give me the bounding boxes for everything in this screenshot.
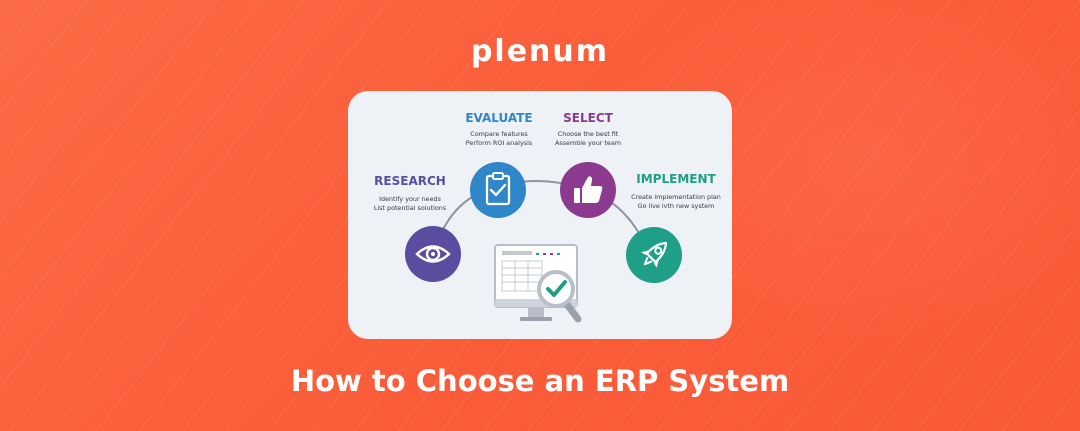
step-title-implement: IMPLEMENT (636, 172, 716, 186)
rocket-icon (626, 227, 682, 283)
eye-icon (405, 226, 461, 282)
step-desc-line: Compare features (470, 130, 528, 138)
step-title-evaluate: EVALUATE (465, 111, 533, 125)
step-desc-research: Identify your needs List potential solut… (362, 195, 458, 213)
step-desc-evaluate: Compare features Perform ROI analysis (451, 130, 547, 148)
step-desc-line: Go live ivth new system (637, 202, 715, 210)
step-desc-line: Choose the best fit (557, 130, 619, 138)
step-desc-line: Identify your needs (379, 195, 441, 203)
thumbs-up-icon (560, 162, 616, 218)
connector-arc (432, 180, 649, 257)
step-desc-line: List potential solutions (373, 204, 447, 212)
step-desc-select: Choose the best fit Assemble your team (540, 130, 636, 148)
step-desc-implement: Create implementation plan Go live ivth … (624, 193, 728, 211)
step-desc-line: Create implementation plan (631, 193, 721, 201)
step-title-select: SELECT (563, 111, 613, 125)
step-desc-line: Assemble your team (555, 139, 621, 147)
infographic-card: RESEARCH Identify your needs List potent… (348, 91, 732, 339)
step-title-research: RESEARCH (374, 174, 446, 188)
clipboard-check-icon (470, 162, 526, 218)
page-headline: How to Choose an ERP System (290, 364, 790, 398)
step-desc-line: Perform ROI analysis (465, 139, 533, 147)
brand-logo: plenum (470, 34, 610, 69)
monitor-magnifier-check-icon (494, 244, 582, 323)
